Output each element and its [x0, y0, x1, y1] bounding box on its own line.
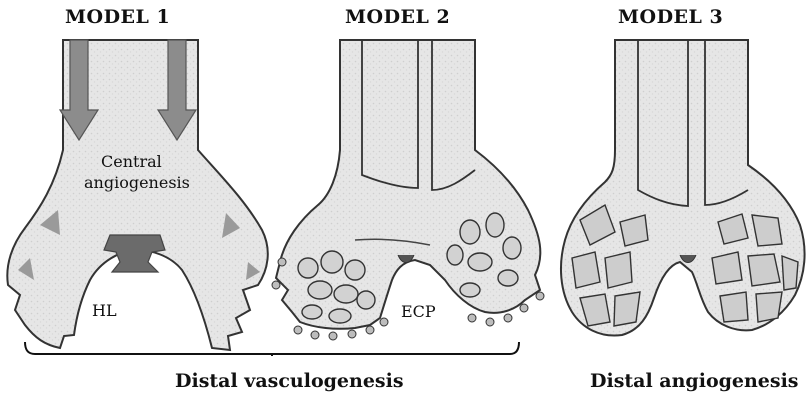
central-label-line1: Central — [101, 152, 162, 171]
hl-label: HL — [92, 301, 117, 320]
model3-bone — [561, 40, 805, 336]
model1-bone — [7, 40, 267, 350]
distal-vasculogenesis-bracket — [25, 342, 519, 356]
distal-angiogenesis-caption: Distal angiogenesis — [590, 370, 799, 392]
model2-bone — [272, 40, 544, 340]
central-label-line2: angiogenesis — [84, 173, 190, 192]
ecp-label: ECP — [401, 302, 436, 321]
distal-vasculogenesis-caption: Distal vasculogenesis — [175, 370, 404, 392]
